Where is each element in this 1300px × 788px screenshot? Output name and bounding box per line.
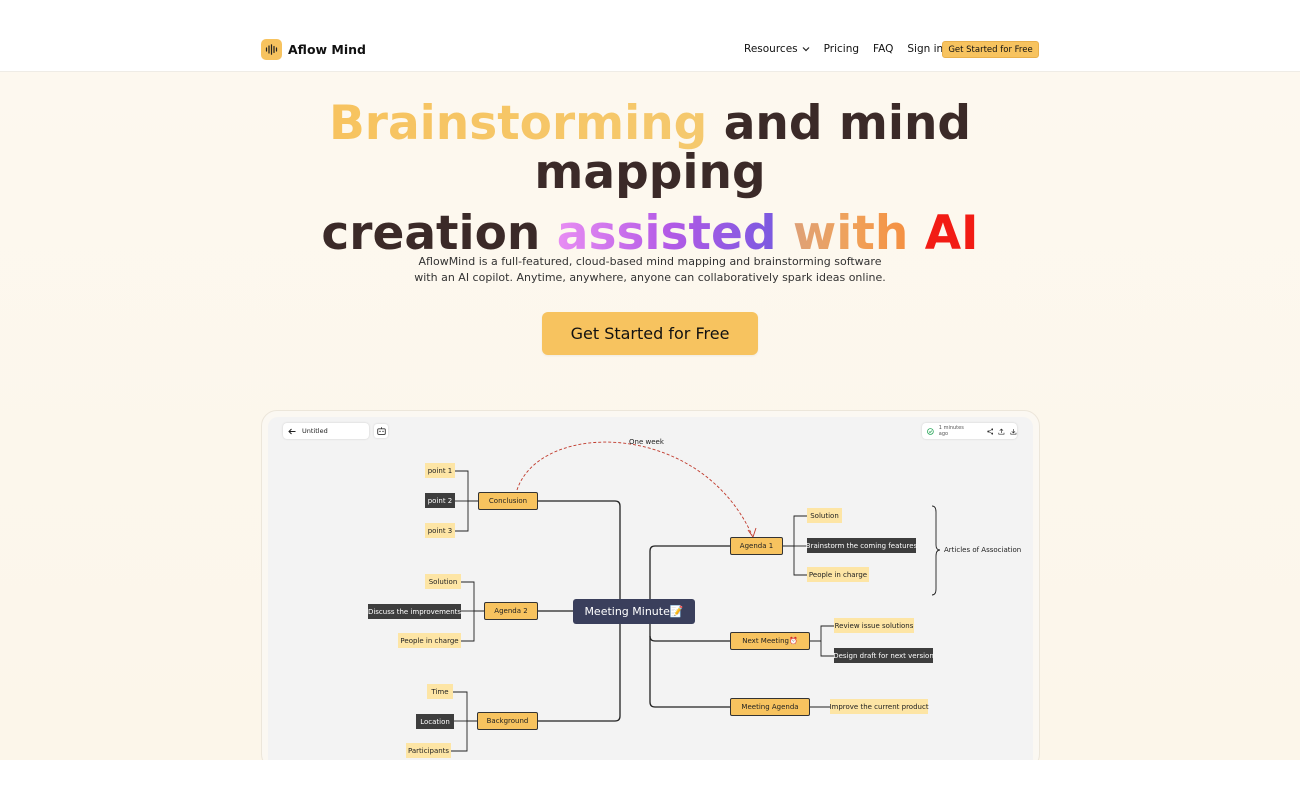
leaf-node-agenda1-solution[interactable]: Solution [807,508,842,523]
leaf-node-improve-product[interactable]: Improve the current product [829,699,929,714]
branch-node-agenda-2[interactable]: Agenda 2 [484,602,538,620]
relation-arrow-label: One week [629,438,664,446]
back-arrow-icon[interactable] [288,428,296,435]
brand-logo[interactable]: Aflow Mind [261,39,366,60]
nav-faq[interactable]: FAQ [873,43,894,55]
branch-node-next-meeting[interactable]: Next Meeting⏰ [730,632,810,650]
headline-highlight-brainstorming: Brainstorming [328,96,708,151]
upload-icon[interactable] [998,428,1005,435]
leaf-node-location[interactable]: Location [416,714,454,729]
branch-node-background[interactable]: Background [477,712,538,730]
hero-subtitle-line-1: AflowMind is a full-featured, cloud-base… [418,255,882,268]
leaf-node-people-in-charge[interactable]: People in charge [398,633,461,648]
branch-node-agenda-1[interactable]: Agenda 1 [730,537,783,555]
headline-and-mind: and mind [707,96,972,151]
top-navbar: Aflow Mind Resources Pricing FAQ Sign in… [0,0,1300,72]
leaf-node-discuss-improvements[interactable]: Discuss the improvements [368,604,461,619]
summary-label-articles[interactable]: Articles of Association [944,546,1022,554]
hero-headline-line-1: Brainstorming and mind mapping [0,99,1300,197]
leaf-node-agenda1-people[interactable]: People in charge [807,567,869,582]
waveform-icon [261,39,282,60]
page-bottom-strip [0,760,1300,788]
nav-pricing[interactable]: Pricing [823,43,860,55]
nav-links: Resources Pricing FAQ Sign in [744,43,957,55]
leaf-node-time[interactable]: Time [427,684,453,699]
leaf-node-point-1[interactable]: point 1 [425,463,455,478]
leaf-node-point-2[interactable]: point 2 [425,493,455,508]
hero-headline-line-2: creation assisted with AI [0,209,1300,258]
headline-mapping: mapping [534,145,766,200]
saved-status: 1 minutes ago [938,425,964,437]
leaf-node-point-3[interactable]: point 3 [425,523,455,538]
document-title-bar[interactable]: Untitled [283,423,369,439]
hero-subtitle: AflowMind is a full-featured, cloud-base… [0,254,1300,286]
chevron-down-icon [802,47,810,52]
hero-subtitle-line-2: with an AI copilot. Anytime, anywhere, a… [414,271,886,284]
hero-get-started-button[interactable]: Get Started for Free [542,312,758,355]
leaf-node-solution[interactable]: Solution [425,574,461,589]
headline-assisted: assisted [556,206,777,261]
download-icon[interactable] [1010,428,1017,435]
leaf-node-review-issue-solutions[interactable]: Review issue solutions [834,618,914,633]
saved-check-icon [927,427,934,435]
central-topic-node[interactable]: Meeting Minute📝 [573,599,695,624]
share-icon[interactable] [986,427,994,435]
leaf-node-design-draft[interactable]: Design draft for next version [833,648,934,663]
document-actions-bar: 1 minutes ago [922,423,1017,439]
nav-resources[interactable]: Resources [744,43,810,55]
document-title[interactable]: Untitled [302,427,328,435]
ai-robot-icon[interactable] [374,424,388,438]
nav-resources-label: Resources [744,43,798,55]
headline-creation: creation [321,206,557,261]
leaf-node-participants[interactable]: Participants [406,743,451,758]
headline-ai: AI [924,206,979,261]
nav-sign-in[interactable]: Sign in [907,43,944,55]
branch-node-conclusion[interactable]: Conclusion [478,492,538,510]
headline-with: with [776,206,925,261]
nav-get-started-button[interactable]: Get Started for Free [942,41,1039,58]
brand-name: Aflow Mind [288,42,366,57]
leaf-node-brainstorm-features[interactable]: Brainstorm the coming features [806,538,917,553]
branch-node-meeting-agenda[interactable]: Meeting Agenda [730,698,810,716]
